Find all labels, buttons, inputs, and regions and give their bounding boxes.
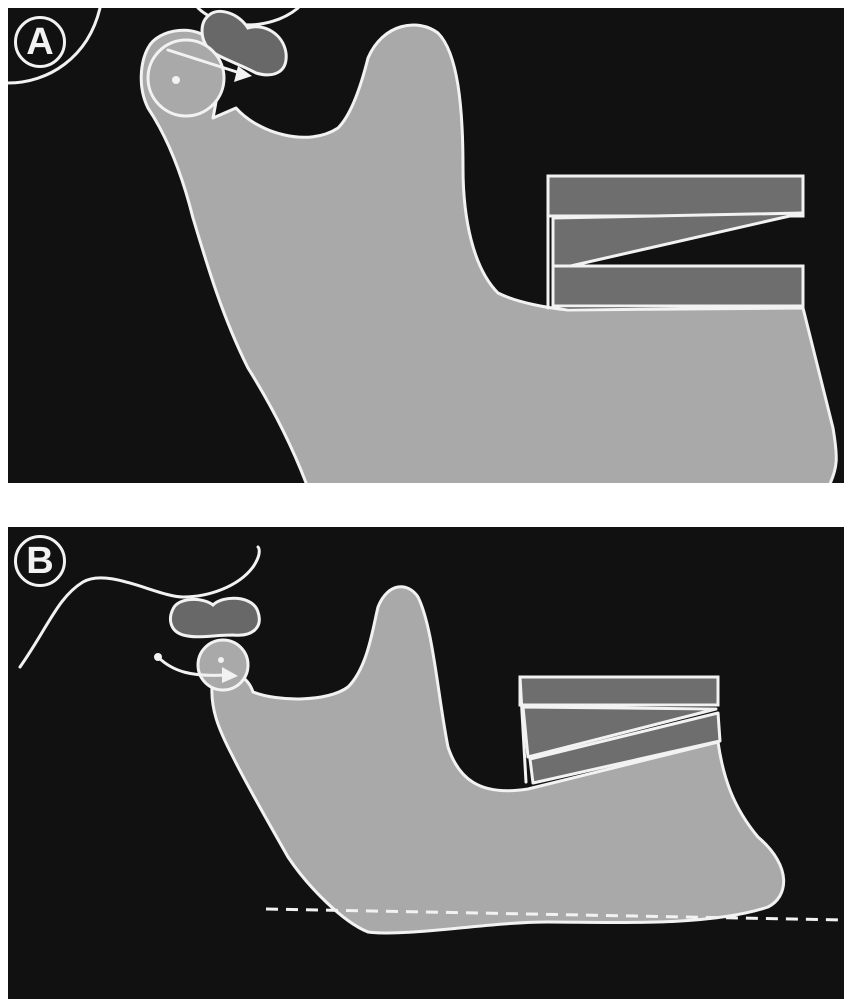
mandible [141, 25, 836, 483]
panel-b-diagram [8, 527, 844, 999]
muscle-band-diagonal [553, 213, 803, 270]
condyle [148, 40, 224, 116]
muscle-band-upper [520, 677, 718, 705]
muscle-band-lower [553, 266, 803, 306]
articular-disc [170, 598, 259, 637]
panel-a: A [8, 8, 844, 483]
panel-a-diagram [8, 8, 844, 483]
panel-label-b: B [14, 535, 66, 587]
condyle-center-dot [218, 657, 224, 663]
mandible [212, 587, 784, 933]
panel-label-a: A [14, 16, 66, 68]
muscle-band-upper [548, 176, 803, 216]
condyle-center-dot [172, 76, 180, 84]
panel-b: B [8, 527, 844, 999]
